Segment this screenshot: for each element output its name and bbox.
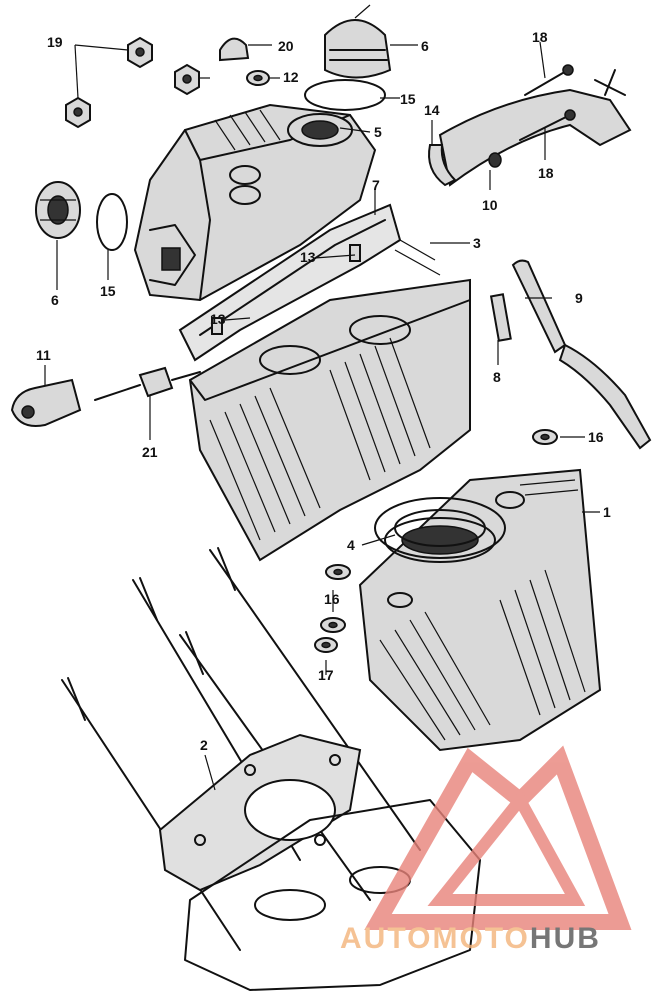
cylinder-head-cover <box>133 103 377 302</box>
dowel-13-a <box>349 244 361 262</box>
watermark-moto: MOTO <box>432 922 529 955</box>
cylinder-base-gasket-2 <box>158 733 362 892</box>
cap-nut-19-top <box>127 36 153 69</box>
tube-9 <box>511 259 652 450</box>
o-ring-15-left <box>96 193 128 251</box>
callout-14: 14 <box>424 102 440 118</box>
breather-tube-10 <box>438 69 632 187</box>
tappet-cap-6-top <box>324 4 392 79</box>
callout-6-top: 6 <box>421 38 429 54</box>
washer-17 <box>314 637 338 653</box>
callout-4: 4 <box>347 537 355 553</box>
cylinder-head <box>188 239 471 562</box>
callout-17: 17 <box>318 667 334 683</box>
callout-16-lower: 16 <box>324 591 340 607</box>
callout-15-top: 15 <box>400 91 416 107</box>
callout-16-right: 16 <box>588 429 604 445</box>
callout-9: 9 <box>575 290 583 306</box>
callout-21: 21 <box>142 444 158 460</box>
stud-bolts <box>61 547 421 951</box>
callout-5: 5 <box>374 124 382 140</box>
callout-10: 10 <box>482 197 498 213</box>
callout-19-top: 19 <box>47 34 63 50</box>
watermark-logo <box>364 745 632 930</box>
cap-nut-19-mid <box>174 63 200 96</box>
callout-18-top: 18 <box>532 29 548 45</box>
watermark-auto: AUTO <box>340 922 432 955</box>
callout-18-bottom: 18 <box>538 165 554 181</box>
callout-13-b: 13 <box>210 311 226 327</box>
screw-18-bottom <box>519 109 576 141</box>
screw-18-top <box>524 64 574 96</box>
tappet-cap-6-left <box>35 181 81 239</box>
watermark-hub: HUB <box>530 922 601 955</box>
washer-16-a <box>325 564 351 580</box>
callout-3: 3 <box>473 235 481 251</box>
o-ring-15-top <box>304 79 386 111</box>
callout-2: 2 <box>200 737 208 753</box>
cylinder-block <box>358 468 602 752</box>
gasket-14 <box>428 144 457 187</box>
head-cover-gasket-7 <box>178 203 402 362</box>
plug-cap-11 <box>10 378 82 427</box>
callout-20: 20 <box>278 38 294 54</box>
cap-nut-19-left <box>65 96 91 129</box>
svg-text:AUTOMOTOHUB: AUTOMOTOHUB <box>340 922 601 955</box>
acorn-nut-20 <box>219 37 250 62</box>
callout-11: 11 <box>36 347 51 363</box>
washer-16-b <box>320 617 346 633</box>
washer-12 <box>246 70 270 86</box>
washer-16-right <box>532 429 558 445</box>
callout-13-a: 13 <box>300 249 316 265</box>
automotohub-watermark: AUTOMOTOHUB <box>340 745 632 955</box>
dowel-13-b <box>211 317 223 335</box>
callout-1: 1 <box>603 504 611 520</box>
callout-labels: 19 20 6 12 15 5 14 18 18 10 7 3 13 13 6 … <box>36 29 611 753</box>
callout-6-left: 6 <box>51 292 59 308</box>
callout-8: 8 <box>493 369 501 385</box>
leader-lines <box>44 41 600 791</box>
callout-12: 12 <box>283 69 299 85</box>
cylinder-gasket-4 <box>374 497 506 559</box>
callout-15-left: 15 <box>100 283 116 299</box>
callout-7: 7 <box>372 177 380 193</box>
pin-8 <box>489 293 512 342</box>
spark-plug-21 <box>94 366 201 401</box>
